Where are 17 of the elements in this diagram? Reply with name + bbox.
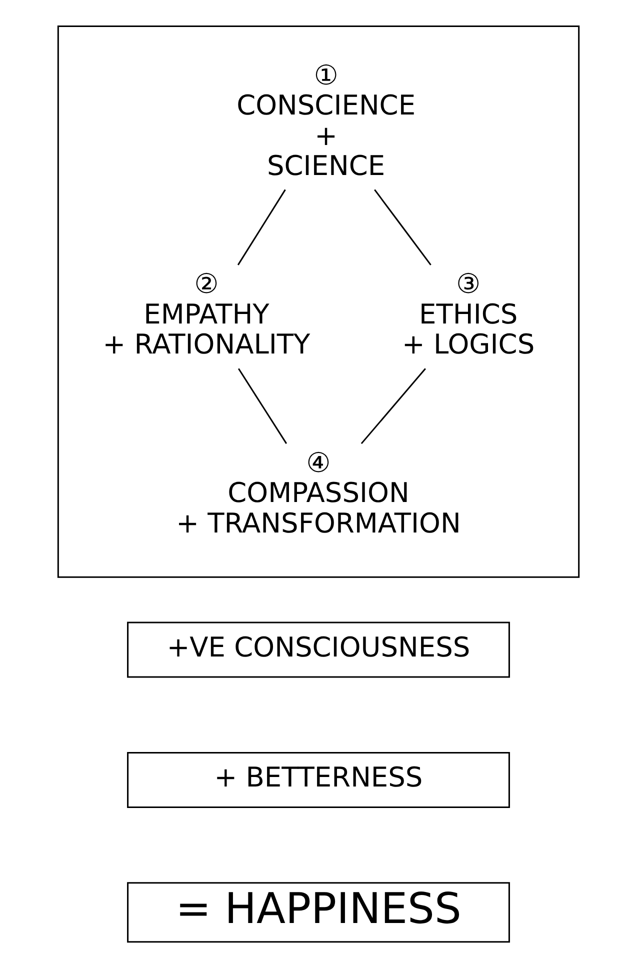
connector [237, 189, 286, 266]
node-box: + BETTERNESS [127, 752, 510, 808]
connector [374, 189, 432, 266]
node-box: = HAPPINESS [127, 882, 510, 943]
node-text: ④ COMPASSION [228, 448, 410, 510]
node-box: +VE CONSCIOUSNESS [127, 622, 510, 678]
node-label: + TRANSFORMATION [176, 508, 461, 540]
node-label: + [314, 120, 338, 152]
node-label: + LOGICS [402, 330, 535, 361]
node-text: ① CONSCIENCE [236, 60, 416, 122]
connector [238, 368, 288, 444]
node-text: ③ ETHICS [419, 269, 518, 330]
cluster [57, 25, 580, 578]
node-text: ② EMPATHY [144, 269, 270, 330]
connector [360, 368, 426, 444]
node-label: SCIENCE [267, 151, 386, 182]
node-label: + RATIONALITY [102, 330, 310, 361]
